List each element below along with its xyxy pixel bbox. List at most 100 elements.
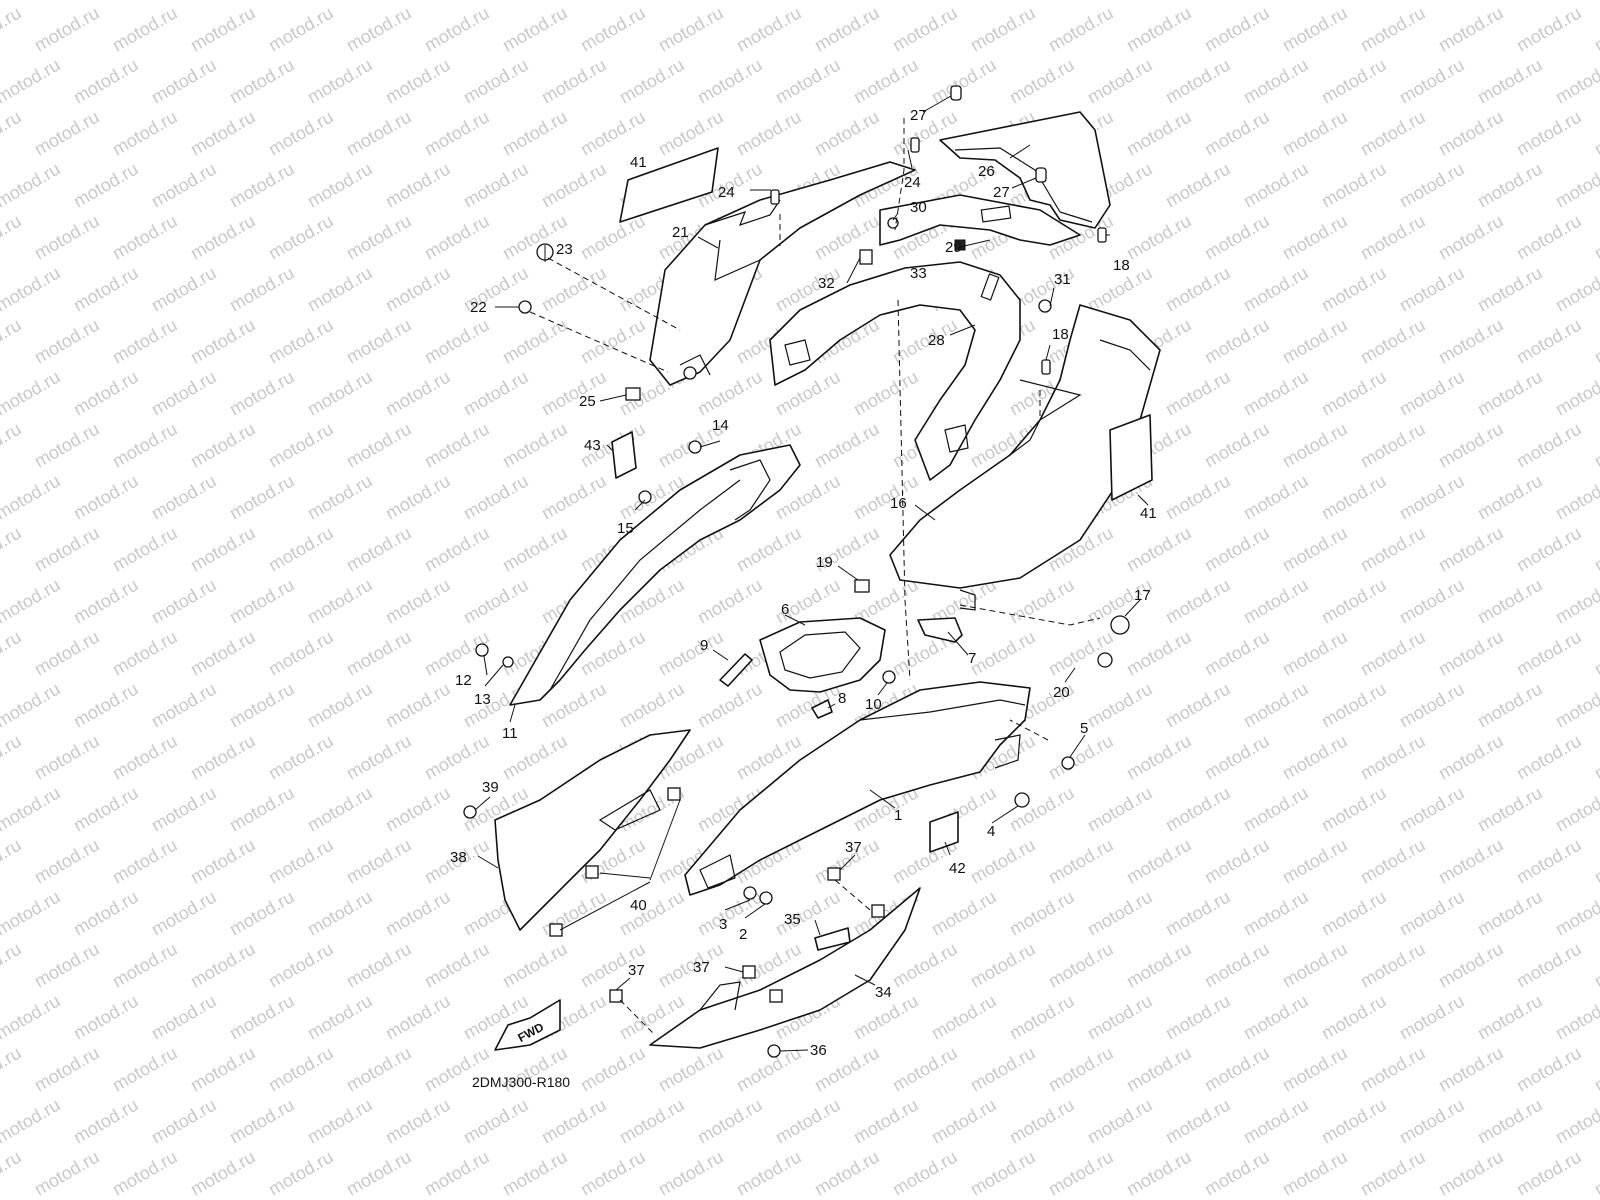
watermark-text: motod.ru	[226, 471, 298, 524]
watermark-text: motod.ru	[1279, 315, 1351, 368]
watermark-text: motod.ru	[0, 835, 25, 888]
watermark-text: motod.ru	[226, 263, 298, 316]
watermark-text: motod.ru	[265, 731, 337, 784]
watermark-text: motod.ru	[31, 419, 103, 472]
callout-21: 21	[672, 224, 689, 241]
watermark-text: motod.ru	[70, 1095, 142, 1148]
watermark-text: motod.ru	[460, 55, 532, 108]
watermark-text: motod.ru	[31, 1147, 103, 1200]
watermark-text: motod.ru	[1201, 939, 1273, 992]
callout-7: 7	[968, 650, 976, 667]
watermark-text: motod.ru	[265, 107, 337, 160]
callout-29: 29	[945, 239, 962, 256]
watermark-text: motod.ru	[1240, 471, 1312, 524]
watermark-text: motod.ru	[1591, 211, 1600, 264]
watermark-text: motod.ru	[694, 1095, 766, 1148]
watermark-text: motod.ru	[1201, 1147, 1273, 1200]
watermark-text: motod.ru	[187, 627, 259, 680]
watermark-text: motod.ru	[265, 3, 337, 56]
watermark-text: motod.ru	[1474, 159, 1546, 212]
watermark-text: motod.ru	[460, 0, 532, 3]
watermark-text: motod.ru	[31, 1043, 103, 1096]
watermark-text: motod.ru	[0, 263, 64, 316]
watermark-text: motod.ru	[577, 211, 649, 264]
watermark-text: motod.ru	[304, 263, 376, 316]
watermark-text: motod.ru	[1552, 679, 1600, 732]
watermark-text: motod.ru	[1045, 3, 1117, 56]
watermark-text: motod.ru	[1474, 679, 1546, 732]
part-26-tail-cover	[939, 111, 1111, 229]
watermark-text: motod.ru	[655, 1147, 727, 1200]
watermark-text: motod.ru	[1435, 3, 1507, 56]
watermark-text: motod.ru	[1123, 835, 1195, 888]
watermark-text: motod.ru	[1318, 887, 1390, 940]
watermark-text: motod.ru	[1162, 263, 1234, 316]
watermark-text: motod.ru	[811, 1147, 883, 1200]
watermark-text: motod.ru	[148, 263, 220, 316]
watermark-text: motod.ru	[1318, 263, 1390, 316]
callout-5: 5	[1080, 720, 1088, 737]
watermark-text: motod.ru	[1201, 523, 1273, 576]
watermark-text: motod.ru	[694, 679, 766, 732]
watermark-text: motod.ru	[0, 991, 64, 1044]
part-41-sticker-left	[619, 147, 719, 223]
watermark-text: motod.ru	[655, 1043, 727, 1096]
part-7-strip	[917, 617, 963, 643]
callout-labels: 27 27 26 24 24 41 21 23 22 25 30 29 18 1…	[450, 107, 1157, 1059]
watermark-text: motod.ru	[187, 523, 259, 576]
part-35-sticker	[814, 927, 851, 951]
watermark-text: motod.ru	[0, 0, 64, 3]
watermark-text: motod.ru	[109, 939, 181, 992]
watermark-text: motod.ru	[1279, 3, 1351, 56]
watermark-text: motod.ru	[421, 315, 493, 368]
watermark-text: motod.ru	[1045, 1147, 1117, 1200]
watermark-text: motod.ru	[226, 0, 298, 3]
watermark-text: motod.ru	[1318, 679, 1390, 732]
watermark-text: motod.ru	[460, 1095, 532, 1148]
diagram-code: 2DMJ300-R180	[472, 1074, 570, 1090]
watermark-text: motod.ru	[343, 1043, 415, 1096]
watermark-text: motod.ru	[1162, 1095, 1234, 1148]
watermark-text: motod.ru	[928, 887, 1000, 940]
watermark-text: motod.ru	[655, 3, 727, 56]
watermark-text: motod.ru	[538, 263, 610, 316]
watermark-text: motod.ru	[1435, 627, 1507, 680]
watermark-text: motod.ru	[694, 575, 766, 628]
watermark-text: motod.ru	[889, 3, 961, 56]
watermark-text: motod.ru	[1435, 835, 1507, 888]
watermark-text: motod.ru	[304, 367, 376, 420]
watermark-text: motod.ru	[616, 679, 688, 732]
watermark-text: motod.ru	[109, 1043, 181, 1096]
callout-1: 1	[894, 807, 902, 824]
watermark-text: motod.ru	[0, 315, 25, 368]
watermark-text: motod.ru	[1279, 835, 1351, 888]
watermark-text: motod.ru	[109, 211, 181, 264]
watermark-text: motod.ru	[1201, 107, 1273, 160]
watermark-text: motod.ru	[850, 55, 922, 108]
watermark-text: motod.ru	[1513, 1043, 1585, 1096]
watermark-text: motod.ru	[811, 107, 883, 160]
watermark-text: motod.ru	[1084, 55, 1156, 108]
watermark-text: motod.ru	[1474, 0, 1546, 3]
watermark-text: motod.ru	[343, 731, 415, 784]
watermark-text: motod.ru	[382, 679, 454, 732]
callout-9: 9	[700, 637, 708, 654]
watermark-text: motod.ru	[70, 0, 142, 3]
watermark-text: motod.ru	[1435, 1043, 1507, 1096]
watermark-text: motod.ru	[421, 419, 493, 472]
part-29-bracket-plate	[879, 194, 1081, 246]
watermark-text: motod.ru	[538, 1095, 610, 1148]
watermark-text: motod.ru	[1474, 1095, 1546, 1148]
watermark-text: motod.ru	[1162, 679, 1234, 732]
watermark-text: motod.ru	[1279, 211, 1351, 264]
watermark-text: motod.ru	[148, 471, 220, 524]
watermark-text: motod.ru	[1084, 991, 1156, 1044]
watermark-text: motod.ru	[1318, 783, 1390, 836]
watermark-text: motod.ru	[1552, 887, 1600, 940]
watermark-text: motod.ru	[1201, 315, 1273, 368]
watermark-text: motod.ru	[1318, 471, 1390, 524]
watermark-text: motod.ru	[226, 159, 298, 212]
callout-37: 37	[693, 959, 710, 976]
hardware-layer	[463, 85, 1130, 1058]
